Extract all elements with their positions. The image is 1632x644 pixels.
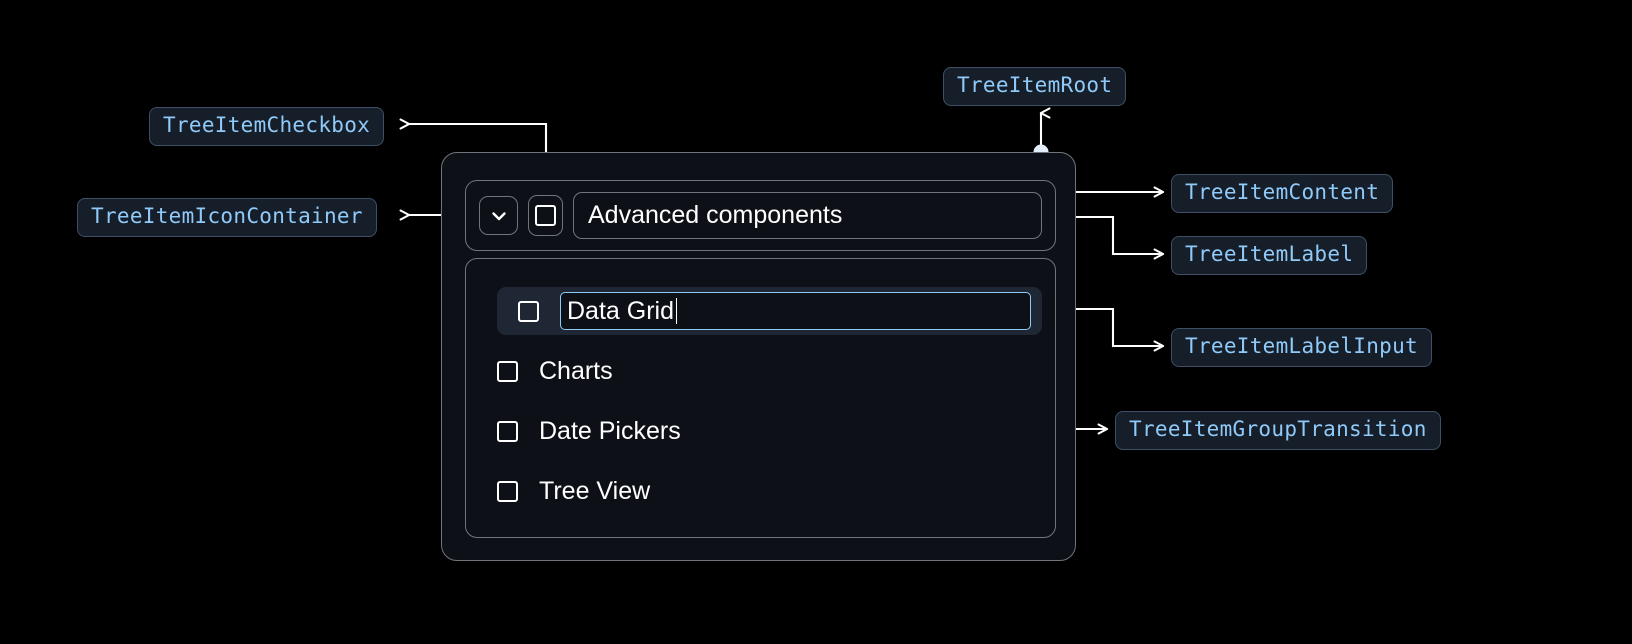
checkbox-unchecked-icon[interactable] xyxy=(497,480,518,502)
tree-item-label-input-value: Data Grid xyxy=(567,296,674,325)
tree-item-child-label: Date Pickers xyxy=(539,416,681,445)
tree-item-root[interactable] xyxy=(441,152,1076,561)
checkbox-unchecked-icon[interactable] xyxy=(497,360,518,382)
annotation-chip-tree-item-icon-container: TreeItemIconContainer xyxy=(77,198,377,237)
checkbox-unchecked-icon[interactable] xyxy=(535,205,556,226)
chevron-down-icon xyxy=(488,205,510,227)
tree-item-icon-container[interactable] xyxy=(479,196,518,235)
tree-item-child-row-1[interactable]: Charts xyxy=(466,347,1055,395)
tree-item-checkbox[interactable] xyxy=(528,195,563,236)
annotation-chip-tree-item-checkbox: TreeItemCheckbox xyxy=(149,107,385,146)
tree-item-content[interactable]: Advanced components xyxy=(465,180,1056,251)
tree-item-label-input[interactable]: Data Grid xyxy=(560,292,1031,330)
annotation-chip-tree-item-label: TreeItemLabel xyxy=(1171,236,1368,275)
tree-item-group-transition: Data Grid Charts Date Pickers Tree View xyxy=(465,258,1056,538)
tree-item-child-label: Charts xyxy=(539,356,613,385)
annotation-chip-tree-item-root: TreeItemRoot xyxy=(943,67,1127,106)
tree-item-child-row-3[interactable]: Tree View xyxy=(466,467,1055,515)
annotation-chip-tree-item-content: TreeItemContent xyxy=(1171,174,1394,213)
checkbox-unchecked-icon[interactable] xyxy=(518,300,539,322)
tree-item-label-text: Advanced components xyxy=(588,201,843,229)
annotation-chip-tree-item-group-transition: TreeItemGroupTransition xyxy=(1115,411,1441,450)
tree-item-label[interactable]: Advanced components xyxy=(573,192,1042,239)
tree-item-child-label: Tree View xyxy=(539,476,651,505)
tree-item-child-row-0[interactable]: Data Grid xyxy=(497,287,1042,335)
checkbox-unchecked-icon[interactable] xyxy=(497,420,518,442)
tree-item-child-row-2[interactable]: Date Pickers xyxy=(466,407,1055,455)
annotation-chip-tree-item-label-input: TreeItemLabelInput xyxy=(1171,328,1432,367)
text-caret xyxy=(675,298,678,324)
